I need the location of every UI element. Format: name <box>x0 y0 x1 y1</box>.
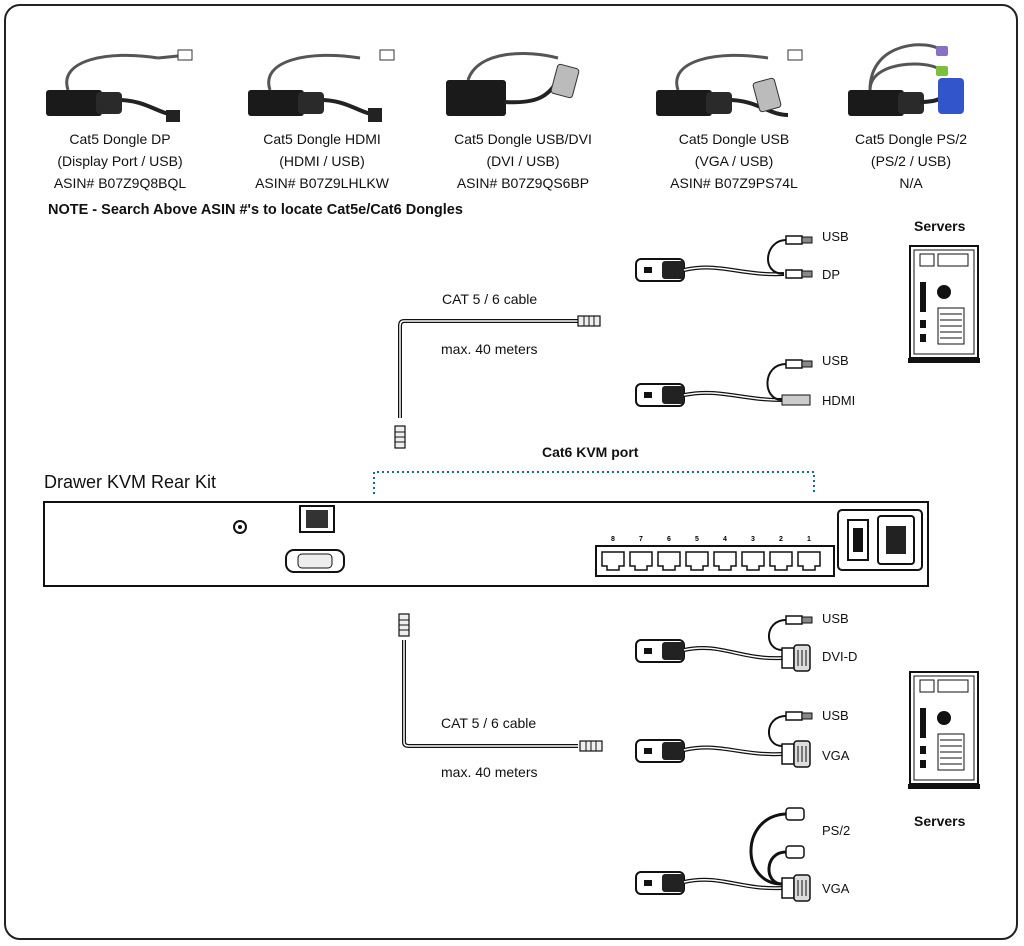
port-number: 7 <box>639 536 643 543</box>
rj45-port <box>629 551 653 571</box>
rj45-port <box>741 551 765 571</box>
drawer-rear-panel <box>43 501 929 587</box>
cable-top-length: max. 40 meters <box>441 341 538 357</box>
dongle-asin: ASIN# B07Z9QS6BP <box>456 175 590 191</box>
dongle-name: Cat5 Dongle USB/DVI <box>454 131 592 147</box>
dongle-photo-vga <box>654 49 803 118</box>
note-text: NOTE - Search Above ASIN #'s to locate C… <box>48 202 463 218</box>
dongle-name: Cat5 Dongle PS/2 <box>854 131 968 147</box>
connector-label-vga: VGA <box>822 881 850 896</box>
dongle-asin: N/A <box>899 175 923 191</box>
dongle-caption-vga: Cat5 Dongle USB (VGA / USB) ASIN# B07Z9P… <box>644 128 824 194</box>
port-number: 1 <box>807 536 811 543</box>
connector-label-usb: USB <box>822 353 849 368</box>
cat-cable-top <box>394 315 601 449</box>
rj45-port <box>713 551 737 571</box>
connector-label-ps2: PS/2 <box>822 823 851 838</box>
cable-bottom-label: CAT 5 / 6 cable <box>441 715 537 731</box>
connector-label-usb: USB <box>822 708 849 723</box>
kvm-port-bracket <box>373 471 815 494</box>
dongle-photo-ps2 <box>848 43 964 116</box>
port-number: 6 <box>667 536 671 543</box>
dongle-photo-hdmi <box>246 49 395 122</box>
dongle-name: Cat5 Dongle DP <box>69 131 171 147</box>
dongle-asin: ASIN# B07Z9LHLKW <box>255 175 389 191</box>
rj45-port <box>797 551 821 571</box>
figure-frame <box>4 4 1018 940</box>
dongle-caption-dp: Cat5 Dongle DP (Display Port / USB) ASIN… <box>30 128 210 194</box>
dongle-ports: (VGA / USB) <box>694 153 774 169</box>
cable-bottom-length: max. 40 meters <box>441 764 538 780</box>
connector-label-usb: USB <box>822 611 849 626</box>
dongle-name: Cat5 Dongle HDMI <box>263 131 381 147</box>
dongle-hdmi <box>635 359 813 407</box>
dongle-caption-dvi: Cat5 Dongle USB/DVI (DVI / USB) ASIN# B0… <box>428 128 618 194</box>
dongle-dvi <box>635 615 813 672</box>
dongle-ports: (Display Port / USB) <box>57 153 183 169</box>
kvm-port-label: Cat6 KVM port <box>542 444 639 460</box>
dongle-caption-hdmi: Cat5 Dongle HDMI (HDMI / USB) ASIN# B07Z… <box>232 128 412 194</box>
dongle-ps2 <box>635 807 811 902</box>
connector-label-dp: DP <box>822 267 841 282</box>
server-icon-top <box>907 245 981 364</box>
port-number: 5 <box>695 536 699 543</box>
connector-label-usb: USB <box>822 229 849 244</box>
dongle-name: Cat5 Dongle USB <box>678 131 790 147</box>
cable-top-label: CAT 5 / 6 cable <box>442 291 538 307</box>
connector-label-hdmi: HDMI <box>822 393 856 408</box>
cat-cable-bottom <box>398 613 603 752</box>
port-number: 2 <box>779 536 783 543</box>
rj45-port <box>601 551 625 571</box>
port-number: 3 <box>751 536 755 543</box>
dongle-asin: ASIN# B07Z9PS74L <box>670 175 798 191</box>
servers-label-bottom: Servers <box>914 813 966 829</box>
dongle-photo-dp <box>44 49 193 122</box>
rj45-port <box>657 551 681 571</box>
rj45-port-group: 8 7 6 5 4 3 2 1 <box>601 536 821 571</box>
rj45-port <box>685 551 709 571</box>
dongle-caption-ps2: Cat5 Dongle PS/2 (PS/2 / USB) N/A <box>836 128 986 194</box>
dongle-dp <box>635 235 813 282</box>
drawer-label: Drawer KVM Rear Kit <box>44 472 217 492</box>
port-number: 4 <box>723 536 727 543</box>
dongle-ports: (HDMI / USB) <box>279 153 365 169</box>
dongle-ports: (DVI / USB) <box>486 153 560 169</box>
dongle-vga <box>635 711 813 768</box>
connector-label-dvi: DVI-D <box>822 649 858 664</box>
dongle-asin: ASIN# B07Z9Q8BQL <box>53 175 187 191</box>
servers-label-top: Servers <box>914 218 966 234</box>
port-number: 8 <box>611 536 615 543</box>
rj45-port <box>769 551 793 571</box>
server-icon-bottom <box>907 671 981 790</box>
connector-label-vga: VGA <box>822 748 850 763</box>
dongle-photo-dvi <box>446 52 580 116</box>
dongle-ports: (PS/2 / USB) <box>870 153 952 169</box>
